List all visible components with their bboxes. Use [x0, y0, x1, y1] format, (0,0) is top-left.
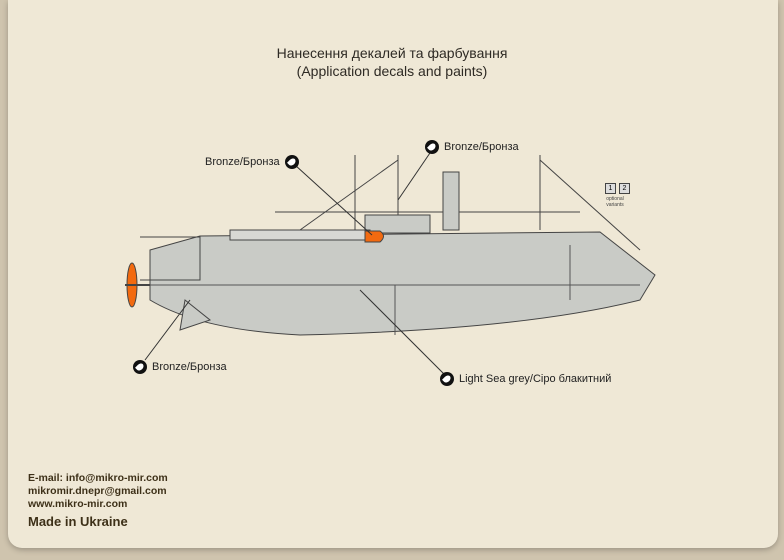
paint-icon [425, 140, 439, 154]
contact-info: E-mail: info@mikro-mir.com mikromir.dnep… [28, 472, 168, 511]
callout-label: Bronze/Бронза [152, 361, 227, 373]
website: www.mikro-mir.com [28, 498, 128, 510]
title-ukrainian: Нанесення декалей та фарбування [276, 45, 508, 61]
email: E-mail: info@mikro-mir.com [28, 472, 168, 484]
callout-label: Light Sea grey/Сіро блакитний [459, 373, 612, 385]
paint-icon [284, 155, 299, 169]
optional-caption: optional variants [606, 196, 624, 208]
variant-1: 1 [605, 183, 616, 194]
made-in: Made in Ukraine [28, 514, 128, 529]
paint-icon [133, 360, 147, 374]
variant-2: 2 [619, 183, 630, 194]
callout-light-sea-grey: Light Sea grey/Сіро блакитний [440, 372, 611, 386]
callout-bronze-3: Bronze/Бронза [133, 360, 227, 374]
email-2: mikromir.dnepr@gmail.com [28, 485, 167, 497]
callout-bronze-2: Bronze/Бронза [425, 140, 519, 154]
title-english: (Application decals and paints) [296, 63, 488, 79]
paint-icon [440, 372, 454, 386]
callout-bronze-1: Bronze/Бронза [205, 155, 299, 169]
callout-label: Bronze/Бронза [205, 156, 280, 168]
callout-label: Bronze/Бронза [444, 141, 519, 153]
optional-variants: 1 2 [605, 183, 630, 194]
